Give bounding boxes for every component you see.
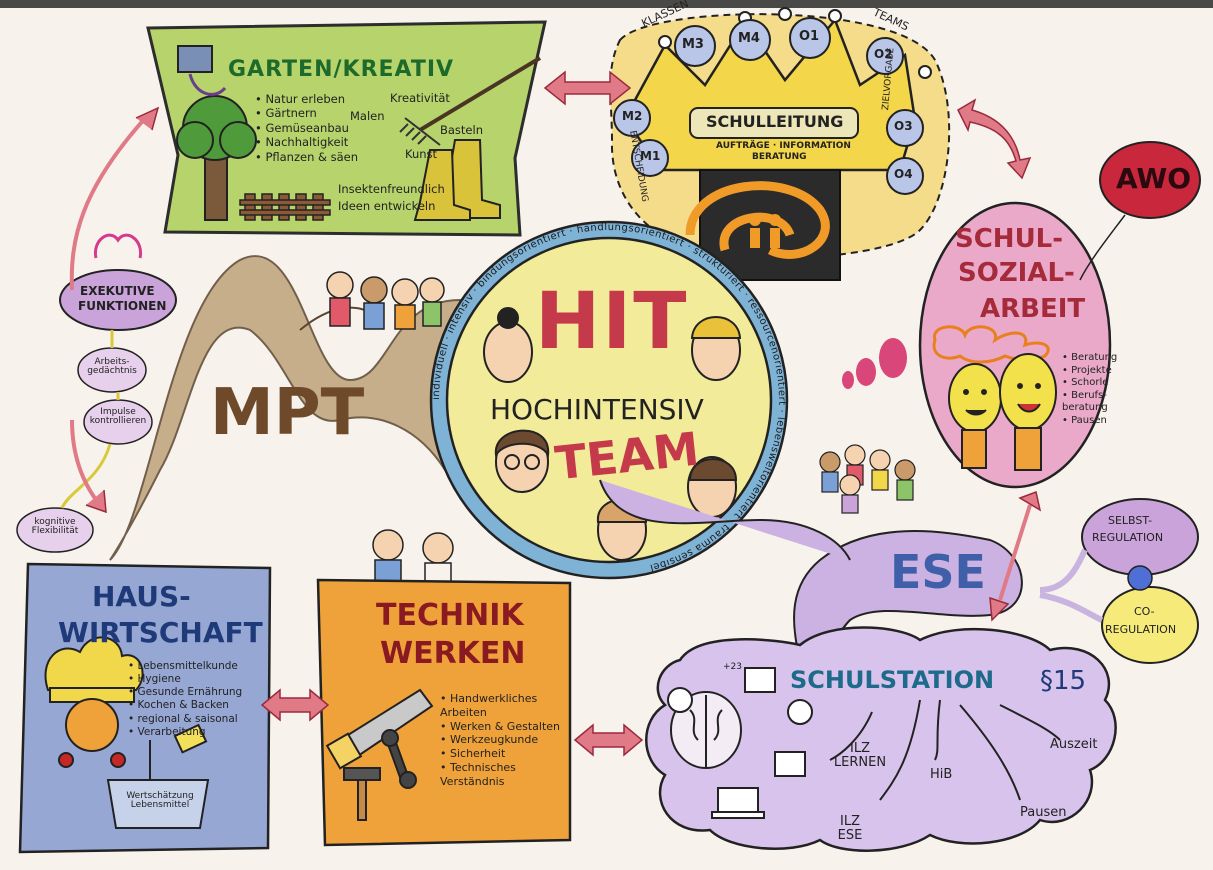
crown-badge: O4 [894,167,913,181]
laptop-icon [711,787,765,819]
thought-scribble-icon [932,325,1050,364]
co-regulation-bubble [1101,586,1199,664]
puzzle-icon [177,45,227,96]
station-branch: ILZ ESE [837,814,863,843]
garden-item: Basteln [440,123,483,137]
self-regulation-1: SELBST- [1108,514,1153,527]
book-icon [774,751,806,777]
technik-item: Handwerkliches Arbeiten [440,692,550,720]
self-regulation-2: REGULATION [1092,531,1164,544]
decorative-dots [842,338,907,389]
awo-circle [1099,141,1201,219]
rake-icon [399,56,542,146]
clock-icon [667,687,693,713]
garden-title: GARTEN/KREATIV [228,57,455,82]
station-branch: ILZ LERNEN [833,741,887,770]
garden-item: Malen [350,109,385,123]
social-item: Schorle [1062,377,1117,390]
household-title-1: HAUS- [92,580,191,613]
technik-item: Technisches Verständnis [440,761,550,789]
ese-label: ESE [890,545,986,599]
globe-icon [787,699,813,725]
household-list: Lebensmittelkunde Hygiene Gesunde Ernähr… [128,660,243,739]
hammer-icon [343,767,381,821]
crown-badge: O2 [874,47,893,61]
crown-badge: M4 [738,31,760,46]
two-faces-icon [948,353,1057,471]
crown-badge: O1 [799,29,820,44]
social-list: Beratung Projekte Schorle Berufs-beratun… [1062,352,1117,427]
technik-item: Werken & Gestalten [440,720,560,734]
chef-icon [44,636,144,768]
household-item: Lebensmittelkunde [128,660,242,673]
social-title-3: ARBEIT [980,294,1086,324]
station-branch: HiB [930,767,953,782]
household-item: Verarbeitung [128,726,242,739]
boots-icon [413,139,501,221]
center-hochintensiv: HOCHINTENSIV [490,393,704,426]
garden-item: Gärtnern [255,106,358,120]
garden-item: Insektenfreundlich [338,182,445,196]
crown-badge: O3 [894,119,913,133]
technik-title-2: WERKEN [380,636,526,671]
station-branch: Auszeit [1050,737,1098,752]
executive-item: kognitive Flexibilität [31,517,79,537]
household-item: regional & saisonal [128,713,242,726]
crown-badge: M1 [640,149,661,163]
garden-item: Gemüseanbau [255,121,358,135]
crown-badge: M2 [622,109,643,123]
brain-icon [670,691,742,769]
technik-title-1: TECHNIK [376,598,524,633]
garden-item: Nachhaltigkeit [255,135,358,149]
social-item: Pausen [1062,415,1117,428]
crown-badge: M3 [682,37,704,52]
station-branch: Pausen [1020,805,1067,820]
garden-item: Ideen entwickeln [338,199,436,213]
social-item: Projekte [1062,365,1117,378]
schulstation-title: SCHULSTATION [790,666,995,694]
saw-icon [325,688,434,770]
executive-item: Impulse kontrollieren [89,407,147,427]
kids-group-right [819,444,916,514]
executive-title-1: EXEKUTIVE [80,284,155,298]
garden-item: Pflanzen & säen [255,150,358,164]
garden-item: Kreativität [390,91,450,105]
garden-list-left: Natur erleben Gärtnern Gemüseanbau Nachh… [255,92,358,164]
technik-item: Werkzeugkunde [440,733,560,747]
bowl-label: Wertschätzung Lebensmittel [126,791,194,811]
social-item: Berufs-beratung [1062,390,1108,415]
schulstation-counter: +23 [723,662,742,672]
schulleitung-title: SCHULLEITUNG [706,112,844,131]
garden-item: Natur erleben [255,92,358,106]
mpt-label: MPT [210,376,365,450]
schulleitung-sub2: BERATUNG [752,152,807,162]
social-title-1: SCHUL- [955,224,1064,254]
co-regulation-2: REGULATION [1105,623,1177,636]
awo-logo: AWO [1116,162,1192,195]
executive-bubble [59,269,177,331]
fence-icon [239,193,331,221]
executive-item: Arbeits-gedächtnis [87,357,137,377]
co-regulation-1: CO- [1134,605,1155,618]
household-item: Hygiene [128,673,242,686]
household-item: Kochen & Backen [128,699,242,712]
household-title-2: WIRTSCHAFT [58,616,263,649]
kids-group-top [326,271,445,330]
social-title-2: SOZIAL- [958,258,1075,288]
arrows [260,70,1032,757]
wrench-icon [381,729,417,789]
garden-item: Kunst [405,147,438,161]
technik-list: Handwerkliches Arbeiten Werken & Gestalt… [440,692,560,788]
executive-title-2: FUNKTIONEN [78,299,167,313]
calendar-icon [744,667,776,693]
technik-item: Sicherheit [440,747,560,761]
center-hit: HIT [535,277,689,367]
tree-icon [176,95,257,221]
social-item: Beratung [1062,352,1117,365]
household-item: Gesunde Ernährung [128,686,243,699]
schulleitung-sub1: AUFTRÄGE · INFORMATION [716,141,851,151]
schulstation-paragraph: §15 [1040,666,1087,696]
